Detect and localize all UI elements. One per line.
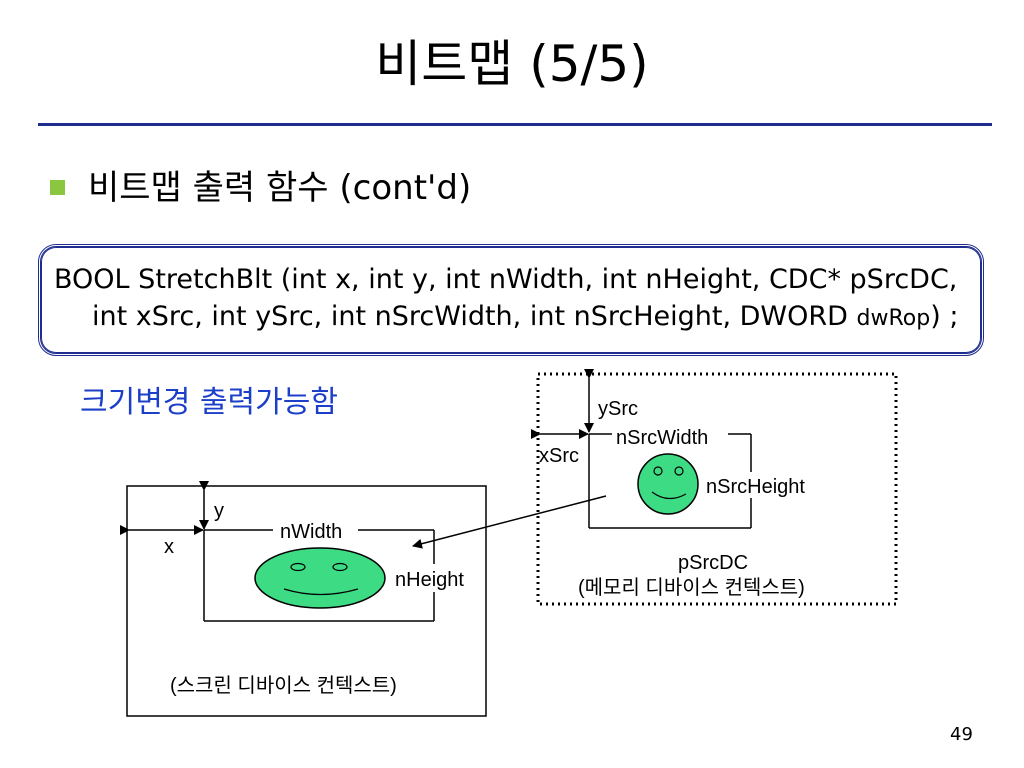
code-line-2-param: dwRop: [856, 306, 931, 331]
slide-title: 비트맵 (5/5): [375, 35, 649, 93]
ysrc-label: ySrc: [598, 398, 638, 420]
source-smiley-icon: [637, 453, 699, 515]
page-number: 49: [950, 724, 973, 745]
x-label: x: [164, 536, 174, 558]
screen-dc-caption: (스크린 디바이스 컨텍스트): [170, 674, 397, 697]
code-line-2-main: int xSrc, int ySrc, int nSrcWidth, int n…: [92, 301, 857, 332]
code-line-2-end: ) ;: [930, 301, 959, 332]
y-label: y: [214, 500, 224, 522]
code-line-1: BOOL StretchBlt (int x, int y, int nWidt…: [54, 264, 958, 295]
code-line-2: int xSrc, int ySrc, int nSrcWidth, int n…: [92, 301, 958, 332]
bullet-square-icon: [50, 180, 65, 195]
xsrc-label: xSrc: [539, 445, 579, 467]
resize-note: 크기변경 출력가능함: [80, 385, 338, 420]
nwidth-label: nWidth: [280, 521, 342, 543]
code-box: [38, 244, 984, 356]
stretch-arrow: [412, 495, 607, 549]
nsrcwidth-label: nSrcWidth: [616, 427, 708, 449]
dest-smiley-icon: [254, 547, 386, 609]
title-rule: [38, 123, 992, 126]
source-dc-caption: (메모리 디바이스 컨텍스트): [578, 576, 805, 599]
nheight-label: nHeight: [395, 569, 464, 591]
screen-dc-frame: [126, 485, 487, 717]
psrcdc-label: pSrcDC: [678, 552, 748, 574]
nsrcheight-label: nSrcHeight: [706, 476, 805, 498]
bullet-text: 비트맵 출력 함수 (cont'd): [88, 168, 472, 208]
